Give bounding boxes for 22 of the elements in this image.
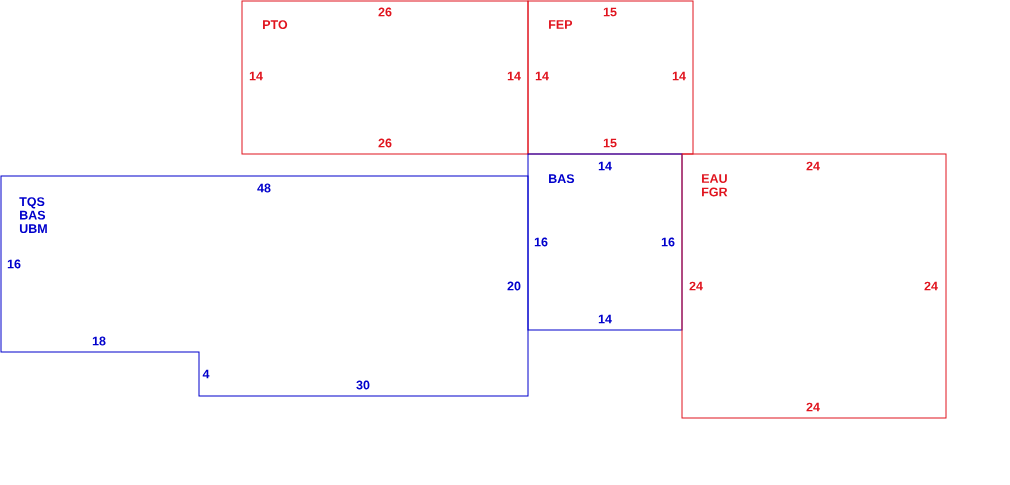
dimension-label: 24 (689, 281, 703, 291)
dimension-label: 15 (603, 138, 617, 148)
dimension-label: 14 (507, 71, 521, 81)
dimension-label: 20 (507, 281, 521, 291)
dimension-label: 30 (356, 380, 370, 390)
dimension-label: 14 (249, 71, 263, 81)
dimension-label: 24 (806, 161, 820, 171)
dimension-label: 14 (598, 161, 612, 171)
dimension-label: 14 (598, 314, 612, 324)
dimension-label: 16 (534, 237, 548, 247)
dimension-label: 14 (672, 71, 686, 81)
dimension-label: 4 (202, 369, 210, 379)
dimension-label: 26 (378, 7, 392, 17)
dimension-label: 16 (7, 259, 21, 269)
dimension-label: 24 (924, 281, 938, 291)
dimension-label: 15 (603, 7, 617, 17)
dimension-label: 18 (92, 336, 106, 346)
dimension-label: 24 (806, 402, 820, 412)
dimension-label: 16 (661, 237, 675, 247)
dimension-label: 26 (378, 138, 392, 148)
dimension-label: 48 (257, 183, 271, 193)
dimension-label: 14 (535, 71, 549, 81)
